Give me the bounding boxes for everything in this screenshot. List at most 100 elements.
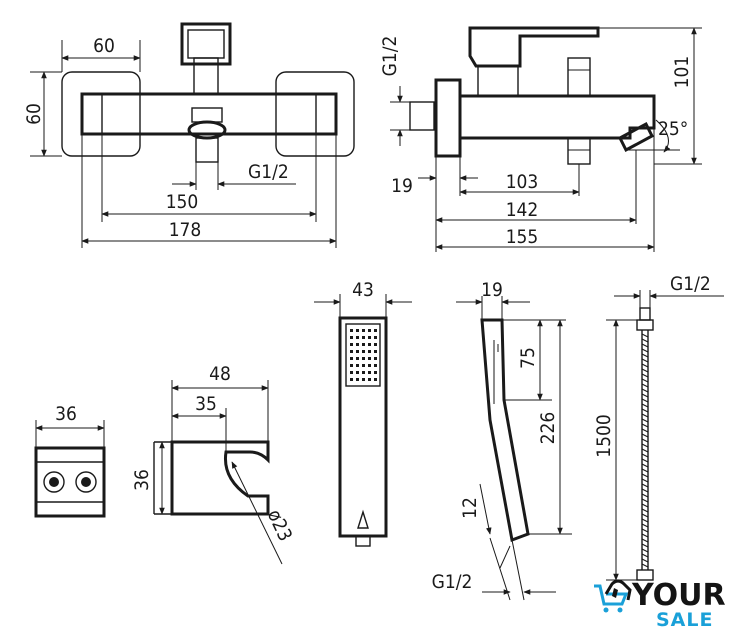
shower-nozzle [350,357,353,360]
hose-top-fitting [636,319,654,331]
shower-nozzle [350,378,353,381]
hose-coil [641,418,649,423]
shower-outlet [195,137,219,163]
shower-nozzle [362,329,365,332]
shopping-cart-hand-icon [594,579,632,613]
hose-coil [641,528,649,533]
logo-word-sale: SALE [656,609,713,631]
shower-75-label: 75 [517,347,539,369]
side-body [458,94,656,140]
side-angle-label: 25° [658,118,688,140]
hose-coil [641,393,649,398]
hose-top-nut [639,307,651,321]
side-19-label: 19 [391,175,413,197]
hose-coil [641,438,649,443]
hose-coil [641,533,649,538]
side-142-label: 142 [506,199,539,221]
shower-nozzle [362,357,365,360]
hose-coil [641,363,649,368]
shower-nozzle [350,350,353,353]
shower-nozzle [356,364,359,367]
side-view: 25° G1/2 101 19 103 142 155 [379,26,702,252]
hose-coil [641,543,649,548]
connection-block [34,446,106,518]
shower-nozzle [356,357,359,360]
front-width-label: 60 [93,35,115,57]
shower-connector [355,535,371,547]
shower-nozzle [374,343,377,346]
shower-nozzle [374,357,377,360]
hose-coil [641,458,649,463]
shower-nozzle [350,336,353,339]
block-port-left [43,471,65,493]
shower-226-label: 226 [537,412,559,445]
front-height-label: 60 [23,103,45,125]
hand-shower-body [338,316,388,538]
hose-coil [641,453,649,458]
shower-nozzle [368,371,371,374]
hose-length-label: 1500 [593,414,615,458]
shower-nozzle [368,378,371,381]
hose-coil [641,468,649,473]
shower-nozzle-grid [350,329,377,381]
shower-nozzle [356,343,359,346]
shower-nozzle [368,357,371,360]
hand-shower-side-view: 19 75 226 12 G1/2 [432,279,572,601]
shower-nozzle [356,350,359,353]
holder-35-label: 35 [195,393,217,415]
hose-coil [641,348,649,353]
shower-nozzle [374,378,377,381]
hose-coil [641,443,649,448]
hose-coil [641,388,649,393]
hose-thread-label: G1/2 [670,273,711,295]
hose-coil [641,408,649,413]
shower-nozzle [374,336,377,339]
shower-nozzle [368,364,371,367]
hose-coil [641,333,649,338]
hose-coil [641,503,649,508]
shower-nozzle [374,371,377,374]
hose-coil [641,493,649,498]
shower-holder-view: 48 35 36 ø23 [131,363,296,565]
connection-block-view: 36 [34,403,106,518]
side-spout [618,121,654,153]
hose-coil [641,383,649,388]
hose-coil [641,423,649,428]
hose-coil [641,483,649,488]
logo-word-your: YOUR [631,578,726,613]
hose-coil [641,378,649,383]
hand-shower-front-view: 43 [314,279,412,547]
left-wall-plate [61,71,141,157]
shower-holder [170,440,270,516]
hose-coil [641,518,649,523]
hose-coil [641,343,649,348]
hose-coil [641,498,649,503]
shower-nozzle [362,336,365,339]
hose-view: G1/2 1500 [593,273,724,581]
shower-nozzle [368,343,371,346]
diverter [191,107,223,123]
hose-coil [641,508,649,513]
hose-coil [641,488,649,493]
right-wall-plate [275,71,355,157]
side-wall-plate [434,78,462,158]
shower-nozzle [368,350,371,353]
hose-coil [641,538,649,543]
hose-coil [641,558,649,563]
hose-coil [641,448,649,453]
hose-coil [641,338,649,343]
shower-inlet-mark [357,509,369,529]
shower-side-19-label: 19 [481,279,503,301]
hose-coil [641,473,649,478]
hose-coil [641,413,649,418]
front-150-label: 150 [166,191,199,213]
shower-12-label: 12 [459,497,481,519]
hose-coil [641,403,649,408]
hose-coil [641,428,649,433]
yoursale-logo: YOUR SALE [594,578,726,631]
hose-coil [641,433,649,438]
side-shower-outlet [567,137,591,165]
shower-nozzle [356,329,359,332]
side-155-label: 155 [506,226,539,248]
shower-nozzle [350,371,353,374]
